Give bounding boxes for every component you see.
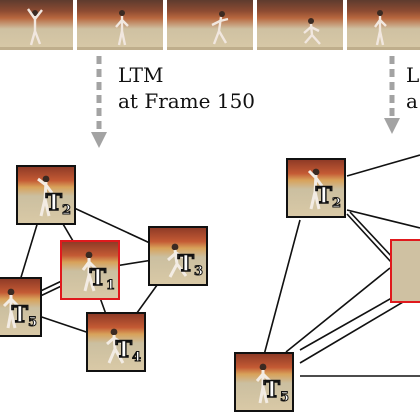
- tile-label-t4: T4: [115, 337, 142, 365]
- graph-edge: [346, 209, 420, 229]
- left-ltm-line1: LTM: [118, 63, 164, 87]
- right-tile-t2: T2: [286, 158, 346, 218]
- gymnast-figure: [106, 328, 125, 364]
- gymnast-figure: [211, 11, 229, 45]
- video-frame: [347, 0, 420, 50]
- gymnast-figure: [303, 18, 321, 45]
- gymnast-figure: [307, 168, 324, 210]
- tile-label-t2: T2: [45, 190, 72, 218]
- tile-t2: T2: [16, 165, 76, 225]
- video-frame: [77, 0, 163, 50]
- right-tile-t5: T5: [234, 352, 294, 412]
- gymnast-figure: [37, 175, 54, 217]
- right-tile-label-t5: T5: [263, 377, 290, 405]
- right-ltm-line1: L: [406, 63, 420, 87]
- gymnast-figure: [81, 251, 98, 292]
- video-frame: [0, 0, 73, 50]
- gymnast-figure: [27, 8, 43, 46]
- graph-edge: [263, 219, 301, 356]
- tile-label-t3: T3: [177, 251, 204, 279]
- tile-t4: T4: [86, 312, 146, 372]
- right-ltm-label: L a: [406, 62, 419, 114]
- video-frame: [257, 0, 343, 50]
- left-ltm-line2: at Frame 150: [118, 89, 256, 113]
- right-selected-tile-edge: [390, 239, 420, 303]
- tile-label-t1: T1: [89, 265, 116, 293]
- gymnast-figure: [167, 243, 188, 278]
- left-ltm-label: LTM at Frame 150: [118, 62, 255, 114]
- tile-label-t5: T5: [11, 302, 38, 330]
- gymnast-figure: [255, 363, 272, 404]
- right-ltm-line2: a: [406, 89, 418, 113]
- gymnast-figure: [2, 288, 20, 329]
- tile-t1-selected: T1: [60, 240, 120, 300]
- tile-t5: T5: [0, 277, 42, 337]
- graph-edge: [346, 213, 392, 263]
- graph-edge: [299, 291, 420, 364]
- video-filmstrip: [0, 0, 420, 50]
- graph-edge: [285, 267, 391, 353]
- gymnast-figure: [115, 10, 129, 46]
- graph-edge: [349, 211, 395, 260]
- tile-t3: T3: [148, 226, 208, 286]
- gymnast-figure: [374, 10, 387, 46]
- video-frame: [167, 0, 253, 50]
- right-tile-label-t2: T2: [315, 183, 342, 211]
- graph-edge: [346, 154, 420, 177]
